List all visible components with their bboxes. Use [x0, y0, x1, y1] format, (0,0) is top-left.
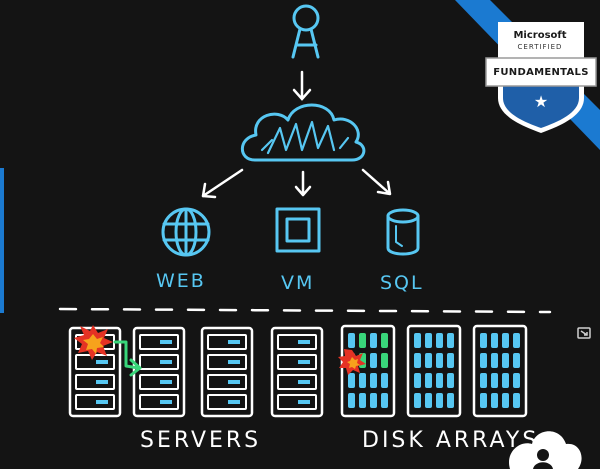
user-icon	[291, 4, 320, 59]
cloud-icon	[240, 103, 366, 162]
cloud-logo-icon	[509, 431, 582, 469]
failure-burst-server	[74, 325, 113, 360]
web-label: WEB	[156, 270, 206, 292]
server-rack-icon	[200, 326, 254, 418]
arrows-cloud-to-services	[201, 168, 392, 199]
vm-icon	[275, 207, 321, 253]
server-rack-icon	[270, 326, 324, 418]
certification-badge	[485, 22, 597, 133]
database-icon	[386, 208, 420, 256]
separator-line	[58, 307, 552, 314]
globe-icon	[161, 207, 211, 257]
disk-array-icon	[472, 324, 528, 418]
server-rack-icon	[132, 326, 186, 418]
star-icon: ★	[533, 92, 549, 111]
badge-level: FUNDAMENTALS	[493, 67, 589, 78]
arrow-user-to-cloud	[292, 70, 312, 101]
disk-array-icon	[406, 324, 462, 418]
disk-arrays-label: DISK ARRAYS	[362, 428, 540, 453]
vm-label: VM	[281, 272, 315, 294]
failure-burst-disk	[338, 349, 366, 375]
sql-label: SQL	[380, 272, 424, 294]
failover-arrow	[113, 340, 142, 377]
fullscreen-icon[interactable]	[577, 327, 591, 339]
left-accent-bar	[0, 168, 4, 313]
badge-certified: CERTIFIED	[517, 43, 563, 51]
badge-brand: Microsoft	[513, 30, 567, 41]
servers-label: SERVERS	[140, 428, 262, 453]
